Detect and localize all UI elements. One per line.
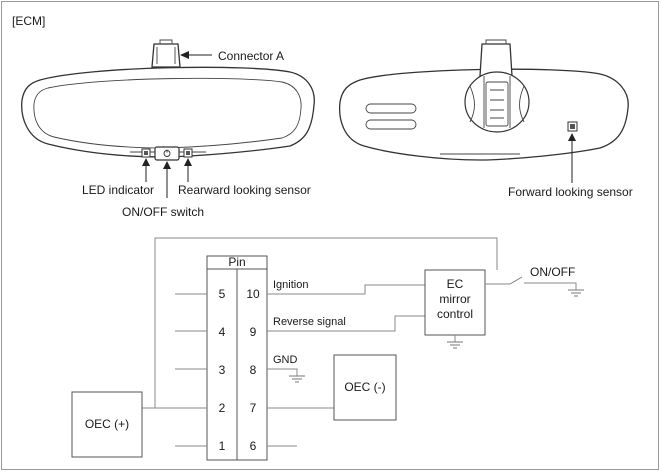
gnd-symbol-pin-8: [289, 375, 305, 383]
rear-vent-top: [365, 103, 417, 114]
pin-4: 4: [219, 325, 226, 339]
oec-minus-box: OEC (-): [333, 354, 397, 421]
switch-label: ON/OFF switch: [122, 205, 204, 219]
rear-sensor-label: Rearward looking sensor: [178, 183, 311, 197]
connector-arrowhead: [180, 51, 189, 59]
header-tag: [ECM]: [12, 14, 45, 28]
switch-arrowhead: [163, 161, 171, 169]
signal-gnd: GND: [273, 354, 298, 366]
controller-line1: EC: [447, 277, 464, 291]
rear-sensor-arrowhead: [184, 158, 192, 166]
gnd-symbol-switch: [568, 289, 584, 297]
pin-block: Pin 5 4 3 2 1 10 9 8 7 6: [206, 255, 268, 461]
rearward-sensor: [183, 148, 193, 158]
on-off-switch[interactable]: [154, 146, 180, 161]
forward-sensor-arrowhead: [568, 133, 576, 141]
led-label: LED indicator: [82, 183, 154, 197]
oec-plus-label: OEC (+): [85, 417, 129, 431]
controller-line2: mirror: [439, 292, 470, 306]
pin-1: 1: [219, 439, 226, 453]
connector-label: Connector A: [218, 49, 284, 63]
front-mirror-glass: [33, 77, 302, 149]
wire-gnd: [267, 368, 298, 376]
rear-mirror: [338, 39, 629, 161]
pin-9: 9: [250, 325, 257, 339]
ec-mirror-control: EC mirror control: [424, 269, 486, 336]
pin-header: Pin: [228, 255, 245, 269]
pin-7: 7: [250, 401, 257, 415]
signal-reverse: Reverse signal: [273, 316, 346, 328]
pin-3: 3: [219, 363, 226, 377]
gnd-symbol-controller: [447, 341, 463, 349]
oec-plus-box: OEC (+): [71, 391, 143, 458]
led-arrowhead: [142, 158, 150, 166]
pin-6: 6: [250, 439, 257, 453]
pin-5: 5: [219, 287, 226, 301]
front-mirror-body: [21, 66, 315, 158]
forward-sensor: [567, 121, 578, 132]
led-indicator: [141, 148, 151, 158]
oec-minus-label: OEC (-): [344, 380, 385, 394]
signal-ignition: Ignition: [273, 279, 308, 291]
wire-reverse: [267, 315, 425, 332]
top-loop-wire: [154, 237, 498, 408]
controller-line3: control: [437, 307, 473, 321]
pin-2: 2: [219, 401, 226, 415]
switch-blade: [509, 276, 523, 285]
wire-ignition: [267, 284, 425, 295]
pin-10: 10: [246, 287, 260, 301]
switch-on-off-label: ON/OFF: [530, 265, 575, 279]
pin-8: 8: [250, 363, 257, 377]
rear-vent-bottom: [365, 119, 417, 130]
switch-wire-out: [524, 282, 577, 290]
forward-sensor-label: Forward looking sensor: [508, 185, 633, 199]
